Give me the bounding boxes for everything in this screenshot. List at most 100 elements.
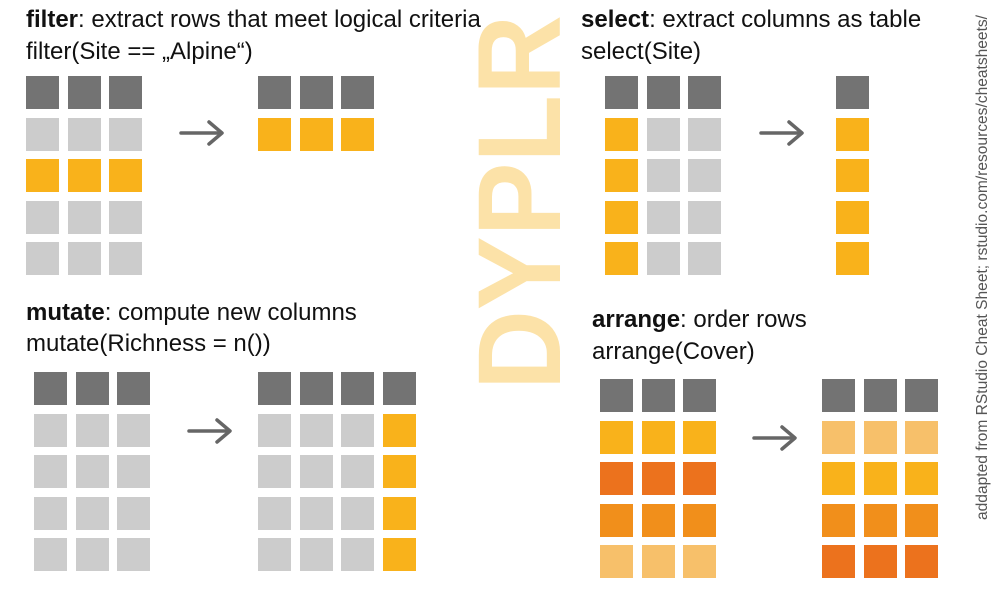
table-cell bbox=[822, 503, 855, 537]
table-cell bbox=[26, 159, 59, 192]
arrange-description: : order rows bbox=[680, 306, 807, 333]
dyplr-watermark: DYPLR bbox=[468, 15, 578, 390]
mutate-keyword: mutate bbox=[26, 299, 105, 326]
table-cell bbox=[258, 413, 291, 447]
table-cell bbox=[641, 462, 675, 495]
header-cell bbox=[109, 76, 142, 109]
table-cell bbox=[299, 455, 333, 488]
table-cell bbox=[836, 242, 869, 275]
table-cell bbox=[822, 462, 855, 495]
table-cell bbox=[258, 455, 291, 488]
arrange-after-table bbox=[822, 379, 938, 578]
arrange-code: arrange(Cover) bbox=[592, 338, 755, 365]
table-cell bbox=[382, 538, 416, 571]
table-cell bbox=[67, 117, 101, 151]
mutate-before-table bbox=[34, 372, 150, 571]
table-cell bbox=[688, 242, 721, 275]
table-cell bbox=[341, 538, 374, 571]
table-cell bbox=[863, 503, 897, 537]
header-cell bbox=[341, 76, 374, 109]
header-cell bbox=[34, 372, 67, 405]
header-cell bbox=[258, 372, 291, 405]
header-cell bbox=[641, 379, 675, 412]
table-cell bbox=[822, 420, 855, 454]
table-cell bbox=[109, 200, 142, 234]
header-cell bbox=[600, 379, 633, 412]
mutate-arrow-icon bbox=[187, 418, 232, 444]
table-cell bbox=[688, 159, 721, 192]
filter-after-table bbox=[258, 76, 374, 151]
table-cell bbox=[258, 117, 291, 151]
table-cell bbox=[117, 413, 150, 447]
table-cell bbox=[258, 538, 291, 571]
table-cell bbox=[26, 200, 59, 234]
mutate-title: mutate: compute new columns bbox=[26, 298, 357, 328]
filter-keyword: filter bbox=[26, 6, 79, 33]
header-cell bbox=[822, 379, 855, 412]
header-cell bbox=[688, 76, 721, 109]
table-cell bbox=[905, 420, 938, 454]
select-title: select: extract columns as table bbox=[581, 5, 921, 35]
table-cell bbox=[605, 117, 638, 151]
table-cell bbox=[683, 503, 716, 537]
table-cell bbox=[117, 538, 150, 571]
header-cell bbox=[646, 76, 680, 109]
table-cell bbox=[382, 496, 416, 530]
mutate-code: mutate(Richness = n()) bbox=[26, 330, 271, 357]
table-cell bbox=[34, 413, 67, 447]
mutate-description: : compute new columns bbox=[104, 299, 357, 326]
table-cell bbox=[117, 496, 150, 530]
table-cell bbox=[75, 413, 109, 447]
table-cell bbox=[75, 496, 109, 530]
filter-title: filter: extract rows that meet logical c… bbox=[26, 5, 481, 35]
table-cell bbox=[688, 117, 721, 151]
select-arrow-icon bbox=[759, 120, 804, 146]
table-cell bbox=[836, 159, 869, 192]
table-cell bbox=[641, 503, 675, 537]
credit-line: addapted from RStudio Cheat Sheet; rstud… bbox=[974, 14, 991, 520]
table-cell bbox=[822, 545, 855, 578]
table-cell bbox=[26, 117, 59, 151]
table-cell bbox=[863, 462, 897, 495]
table-cell bbox=[836, 117, 869, 151]
table-cell bbox=[382, 455, 416, 488]
header-cell bbox=[382, 372, 416, 405]
header-cell bbox=[341, 372, 374, 405]
arrange-before-table bbox=[600, 379, 716, 578]
table-cell bbox=[836, 200, 869, 234]
table-cell bbox=[299, 496, 333, 530]
table-cell bbox=[600, 420, 633, 454]
filter-code: filter(Site == „Alpine“) bbox=[26, 38, 253, 65]
table-cell bbox=[641, 545, 675, 578]
table-cell bbox=[646, 200, 680, 234]
table-cell bbox=[341, 496, 374, 530]
table-cell bbox=[600, 503, 633, 537]
table-cell bbox=[34, 538, 67, 571]
header-cell bbox=[75, 372, 109, 405]
select-code: select(Site) bbox=[581, 38, 702, 65]
filter-description: : extract rows that meet logical criteri… bbox=[78, 6, 481, 33]
table-cell bbox=[905, 462, 938, 495]
table-cell bbox=[299, 117, 333, 151]
table-cell bbox=[641, 420, 675, 454]
table-cell bbox=[905, 545, 938, 578]
table-cell bbox=[341, 413, 374, 447]
table-cell bbox=[109, 117, 142, 151]
table-cell bbox=[646, 242, 680, 275]
arrange-keyword: arrange bbox=[592, 306, 681, 333]
table-cell bbox=[299, 538, 333, 571]
table-cell bbox=[600, 545, 633, 578]
table-cell bbox=[109, 242, 142, 275]
table-cell bbox=[258, 496, 291, 530]
table-cell bbox=[683, 462, 716, 495]
filter-arrow-icon bbox=[179, 120, 224, 146]
table-cell bbox=[26, 242, 59, 275]
header-cell bbox=[117, 372, 150, 405]
table-cell bbox=[605, 242, 638, 275]
watermark-text: DYPLR bbox=[468, 15, 578, 390]
table-cell bbox=[863, 545, 897, 578]
table-cell bbox=[117, 455, 150, 488]
table-cell bbox=[605, 200, 638, 234]
header-cell bbox=[863, 379, 897, 412]
select-before-table bbox=[605, 76, 721, 275]
